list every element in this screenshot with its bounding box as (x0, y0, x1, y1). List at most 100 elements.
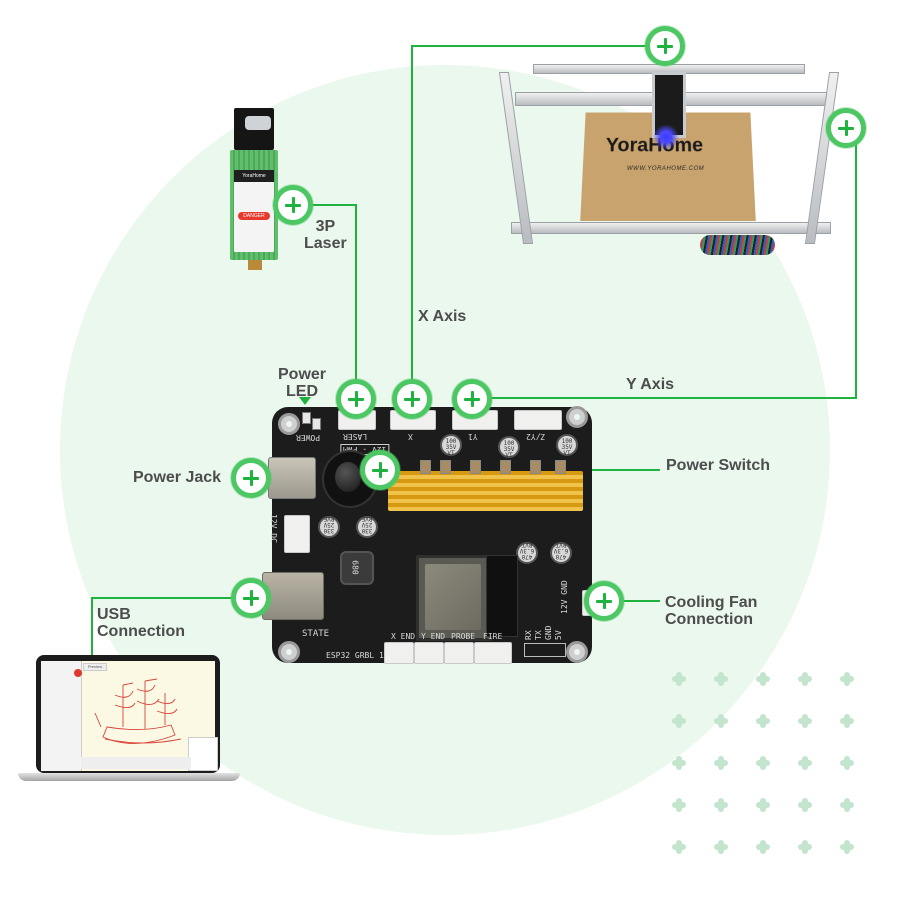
silk-firmware: ESP32 GRBL 1.3 (326, 651, 394, 660)
label-usb-line1: USB (97, 606, 131, 623)
probe-connector (444, 642, 474, 664)
mount-hole-br (566, 641, 588, 663)
silk-y-end: Y END (421, 632, 446, 641)
dc-connector (284, 515, 310, 553)
label-cooling-fan-line1: Cooling Fan (665, 594, 758, 611)
label-cooling-fan-line2: Connection (665, 611, 753, 628)
silk-tx: TX (534, 630, 543, 640)
plus-icon (243, 590, 259, 606)
laser-body: YoraHome DANGER (230, 150, 278, 260)
laser-fan (245, 116, 271, 130)
bed-url: WWW.YORAHOME.COM (626, 165, 705, 172)
decorative-plus-grid (672, 672, 872, 872)
label-power-switch: Power Switch (666, 457, 771, 474)
smd-component (500, 460, 511, 474)
plus-icon (464, 391, 480, 407)
silk-fan: 12V GND (560, 580, 569, 614)
decorative-plus-icon (798, 756, 812, 770)
decorative-plus-icon (798, 840, 812, 854)
decorative-plus-icon (756, 756, 770, 770)
power-jack-port (268, 457, 316, 499)
label-y-axis: Y Axis (626, 376, 675, 393)
decorative-plus-icon (840, 798, 854, 812)
hotspot-x-port[interactable] (392, 379, 432, 419)
decorative-plus-icon (714, 756, 728, 770)
software-settings-panel (188, 737, 218, 771)
hotspot-power-jack[interactable] (231, 458, 271, 498)
label-cooling-fan: Cooling Fan Connection (665, 594, 757, 628)
silk-state: STATE (302, 629, 330, 639)
smd-component (420, 460, 431, 474)
silk-probe: PROBE (451, 632, 476, 641)
power-switch-knob (335, 462, 361, 492)
label-3p-laser: 3P Laser (304, 218, 347, 252)
hotspot-engraver-y-motor[interactable] (826, 108, 866, 148)
decorative-plus-icon (840, 840, 854, 854)
serial-header (524, 643, 566, 657)
silk-zy2: Z/Y2 (526, 432, 546, 441)
esp32-module (416, 555, 492, 641)
capacitor-left-2: 330 25V RVE (356, 515, 378, 538)
label-power-jack: Power Jack (133, 469, 222, 486)
wire-laser (293, 204, 357, 398)
plus-icon (348, 391, 364, 407)
decorative-plus-icon (840, 756, 854, 770)
label-power-led-line1: Power (278, 366, 327, 383)
plus-icon (372, 462, 388, 478)
hotspot-laser-module[interactable] (273, 185, 313, 225)
laser-heatsink-top (234, 108, 274, 150)
decorative-plus-icon (714, 840, 728, 854)
label-usb-line2: Connection (97, 623, 185, 640)
mount-hole-bl (278, 641, 300, 663)
laser-brand: YoraHome (234, 170, 274, 182)
laser-beam-glow (653, 124, 679, 150)
fire-connector (474, 642, 512, 664)
esp32-shield (425, 564, 481, 630)
label-usb-connection: USB Connection (97, 606, 185, 640)
plus-icon (657, 38, 673, 54)
hotspot-laser-port[interactable] (336, 379, 376, 419)
inductor: 680 (340, 551, 374, 585)
software-tab: Preview (83, 663, 107, 671)
silk-inductor: 680 (350, 560, 360, 575)
hotspot-cooling-fan-port[interactable] (584, 581, 624, 621)
decorative-plus-icon (672, 672, 686, 686)
decorative-plus-icon (798, 798, 812, 812)
software-sidebar (41, 661, 82, 771)
hotspot-usb-port[interactable] (231, 578, 271, 618)
rail-front (511, 222, 831, 234)
plus-icon (243, 470, 259, 486)
mount-hole-tl (278, 413, 300, 435)
software-close-icon (74, 669, 82, 677)
decorative-plus-icon (798, 714, 812, 728)
laptop-base (18, 773, 240, 781)
decorative-plus-icon (840, 672, 854, 686)
smd-component (440, 460, 451, 474)
decorative-plus-icon (756, 840, 770, 854)
laptop-image: Preview (18, 655, 240, 785)
capacitor-top-1: 100 35V VT (440, 434, 462, 457)
decorative-plus-icon (672, 840, 686, 854)
silk-5v: 5V (554, 630, 563, 640)
laser-danger-badge: DANGER (238, 212, 270, 220)
smd-component (470, 460, 481, 474)
plus-icon (596, 593, 612, 609)
decorative-plus-icon (672, 798, 686, 812)
silk-y1: Y1 (468, 432, 478, 441)
laser-module-image: YoraHome DANGER (230, 108, 278, 270)
decorative-plus-icon (714, 714, 728, 728)
plus-icon (838, 120, 854, 136)
silk-laser: LASER (343, 432, 368, 441)
capacitor-right-1: 470 6.3V RVT (516, 541, 538, 564)
hotspot-engraver-x-motor[interactable] (645, 26, 685, 66)
capacitor-right-2: 470 6.3V RVT (550, 541, 572, 564)
decorative-plus-icon (714, 798, 728, 812)
silk-x: X (408, 432, 413, 441)
power-led-pointer-icon (299, 397, 311, 405)
wire-y-axis (472, 128, 857, 399)
hotspot-y1-port[interactable] (452, 379, 492, 419)
silk-x-end: X END (391, 632, 416, 641)
hotspot-power-switch[interactable] (360, 450, 400, 490)
smd-component (555, 460, 566, 474)
silk-fire: FIRE (483, 632, 503, 641)
